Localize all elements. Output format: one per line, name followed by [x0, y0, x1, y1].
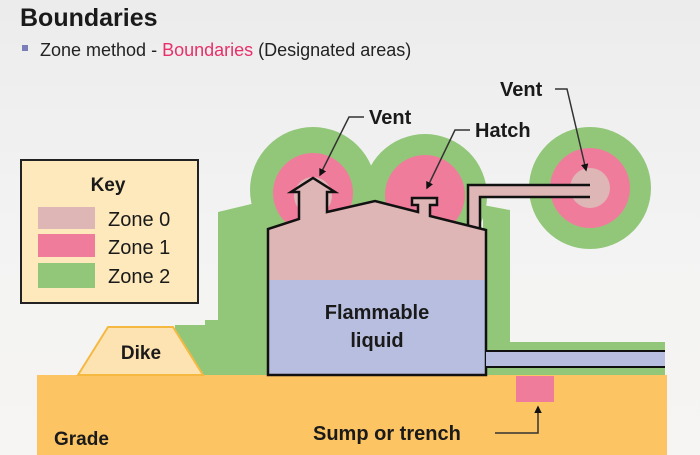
page-title: Boundaries: [20, 4, 158, 32]
label-tank-line2: liquid: [350, 330, 403, 352]
label-dike: Dike: [121, 343, 161, 364]
vent-left-leader: [319, 116, 364, 177]
key-label-zone1: Zone 1: [108, 237, 170, 259]
key-label-zone0: Zone 0: [108, 209, 170, 231]
sump-leader: [495, 405, 542, 434]
vent-pipe: [466, 183, 590, 230]
label-vent-left: Vent: [369, 107, 412, 129]
tank-vapor: [268, 178, 486, 280]
subtitle-prefix: Zone method -: [40, 40, 163, 60]
key-swatch-zone2: [38, 263, 95, 288]
subtitle-highlight: Boundaries: [162, 40, 254, 60]
tank: [266, 176, 488, 377]
vent-right-leader: [555, 88, 589, 172]
liquid-pipe: [486, 350, 665, 368]
subtitle-suffix: (Designated areas): [253, 40, 412, 60]
tank-liquid: [268, 280, 486, 375]
bullet-icon: [22, 45, 28, 52]
sump: [516, 376, 554, 402]
key-legend: Key Zone 0 Zone 1 Zone 2: [20, 159, 199, 304]
label-grade: Grade: [54, 429, 109, 450]
key-title: Key: [91, 175, 126, 196]
grade-ground: [37, 375, 667, 455]
hatch-leader: [426, 129, 470, 190]
label-tank-line1: Flammable: [325, 302, 429, 324]
key-swatch-zone0: [38, 207, 95, 229]
label-vent-right: Vent: [500, 79, 543, 101]
subtitle: Zone method - Boundaries (Designated are…: [22, 40, 411, 61]
label-hatch: Hatch: [475, 120, 531, 142]
key-label-zone2: Zone 2: [108, 266, 170, 288]
tank-outline: [266, 176, 488, 377]
key-swatch-zone1: [38, 234, 95, 257]
label-sump: Sump or trench: [313, 423, 461, 445]
dike: [76, 326, 205, 376]
